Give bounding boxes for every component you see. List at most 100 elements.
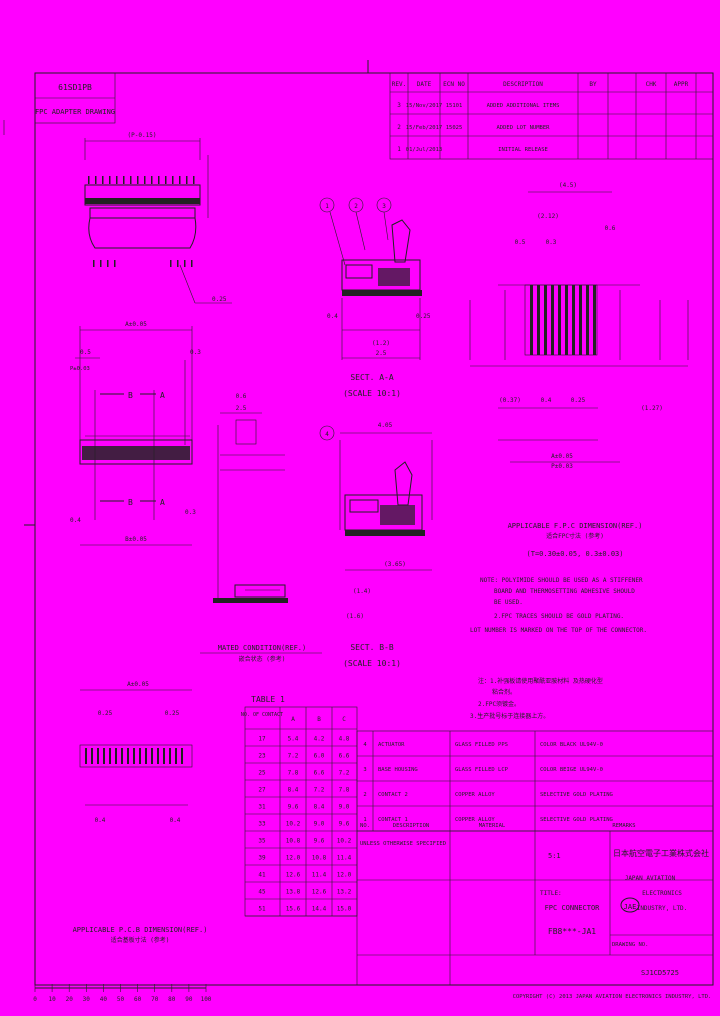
bom-cell: COPPER ALLOY: [455, 792, 495, 798]
svg-text:0.4: 0.4: [70, 517, 81, 524]
bom-cell: COPPER ALLOY: [455, 817, 495, 823]
svg-text:2.FPC TRACES SHOULD BE GOLD PL: 2.FPC TRACES SHOULD BE GOLD PLATING.: [494, 613, 624, 620]
svg-text:C: C: [342, 716, 346, 723]
svg-text:NO.: NO.: [360, 823, 370, 829]
table-1-cell: 27: [258, 787, 266, 794]
svg-text:粘合剂。: 粘合剂。: [492, 688, 516, 696]
svg-text:2: 2: [397, 124, 401, 131]
svg-text:0.4: 0.4: [170, 817, 181, 824]
svg-text:A±0.05: A±0.05: [127, 681, 149, 688]
bom-cell: CONTACT 1: [378, 817, 408, 823]
table-1-cell: 17: [258, 736, 266, 743]
svg-text:NOTE: POLYIMIDE SHOULD BE USED: NOTE: POLYIMIDE SHOULD BE USED AS A STIF…: [480, 577, 643, 584]
table-1-cell: 4.2: [314, 736, 325, 743]
sect-aa-label: SECT. A-A: [350, 373, 394, 382]
scale-tick-label: 10: [48, 996, 56, 1003]
svg-text:0.6: 0.6: [605, 225, 616, 232]
svg-text:REV.: REV.: [392, 81, 406, 88]
svg-text:JAPAN AVIATION: JAPAN AVIATION: [625, 875, 676, 882]
svg-text:4: 4: [325, 431, 329, 438]
svg-text:0.5: 0.5: [515, 239, 526, 246]
section-b-label: B: [128, 391, 133, 400]
bom-cell: 2: [363, 792, 366, 798]
table-1-cell: 12.0: [337, 872, 352, 879]
table-1-cell: 12.0: [286, 855, 301, 862]
svg-text:FPC CONNECTOR: FPC CONNECTOR: [545, 904, 601, 912]
table-1-cell: 10.2: [337, 838, 352, 845]
svg-text:0.4: 0.4: [327, 313, 338, 320]
svg-text:2: 2: [354, 203, 358, 210]
svg-text:0.25: 0.25: [212, 296, 227, 303]
svg-text:3: 3: [382, 203, 386, 210]
table-1-cell: 11.4: [337, 855, 352, 862]
notes: NOTE: POLYIMIDE SHOULD BE USED AS A STIF…: [470, 577, 647, 720]
svg-text:0.4: 0.4: [541, 397, 552, 404]
table-1-cell: 10.8: [286, 838, 301, 845]
svg-text:0.6: 0.6: [236, 393, 247, 400]
svg-text:15101: 15101: [446, 103, 463, 109]
svg-text:NO. OF CONTACT: NO. OF CONTACT: [241, 712, 283, 718]
section-b-b: 4 4.05 (3.65) (1.4) (1.6) SECT. B-B (SCA…: [319, 422, 433, 668]
table-1-cell: 9.0: [314, 821, 325, 828]
pcb-pattern-view: A±0.05 0.25 0.25 0.4 0.4 APPLICABLE P.C.…: [73, 681, 208, 944]
svg-text:ECN NO: ECN NO: [443, 81, 465, 88]
part-number: FB8***-JA1: [548, 927, 596, 936]
svg-text:3.生产批号标于连接器上方。: 3.生产批号标于连接器上方。: [470, 712, 549, 720]
table-1-cell: 7.2: [339, 770, 350, 777]
svg-text:TITLE:: TITLE:: [540, 890, 562, 897]
bom-cell: COLOR BEIGE UL94V-0: [540, 767, 603, 773]
mated-condition-view: 0.6 2.5 MATED CONDITION(REF.) 嵌合状态 (参考): [200, 393, 322, 663]
svg-text:LOT NUMBER IS MARKED ON THE TO: LOT NUMBER IS MARKED ON THE TOP OF THE C…: [470, 627, 647, 634]
svg-text:BY: BY: [589, 81, 597, 88]
drawing-number: SJ1CD5725: [641, 969, 679, 977]
scale-tick-label: 100: [201, 996, 212, 1003]
svg-text:REMARKS: REMARKS: [612, 823, 635, 829]
svg-text:DESCRIPTION: DESCRIPTION: [503, 81, 543, 88]
svg-text:15/Feb/2017: 15/Feb/2017: [406, 125, 442, 131]
table-1-cell: 14.4: [312, 906, 327, 913]
svg-text:COPYRIGHT (C) 2013 JAPAN AVIAT: COPYRIGHT (C) 2013 JAPAN AVIATION ELECTR…: [513, 994, 712, 1000]
svg-text:0.25: 0.25: [416, 313, 431, 320]
bom-cell: SELECTIVE GOLD PLATING: [540, 817, 613, 823]
svg-text:2.FPC须镀金。: 2.FPC须镀金。: [478, 700, 520, 708]
table-1-cell: 9.6: [288, 804, 299, 811]
svg-text:A±0.05: A±0.05: [125, 321, 147, 328]
table-1-cell: 9.0: [339, 804, 350, 811]
svg-text:MATERIAL: MATERIAL: [479, 823, 506, 829]
scale-tick-label: 70: [151, 996, 159, 1003]
bom-cell: CONTACT 2: [378, 792, 408, 798]
svg-text:15025: 15025: [446, 125, 463, 131]
scale-tick-label: 50: [117, 996, 125, 1003]
table-1-cell: 11.4: [312, 872, 327, 879]
drawing-id-sub: FPC ADAPTER DRAWING: [35, 108, 115, 116]
mated-label: MATED CONDITION(REF.): [218, 644, 307, 652]
svg-text:(P-0.15): (P-0.15): [128, 132, 157, 139]
svg-text:UNLESS OTHERWISE SPECIFIED: UNLESS OTHERWISE SPECIFIED: [360, 841, 446, 847]
svg-text:DESCRIPTION: DESCRIPTION: [393, 823, 429, 829]
table-1-cell: 15.0: [337, 906, 352, 913]
table-1-cell: 9.6: [314, 838, 325, 845]
table-1-cell: 51: [258, 906, 266, 913]
scale-tick-label: 80: [168, 996, 176, 1003]
svg-text:1: 1: [397, 146, 401, 153]
table-1-cell: 45: [258, 889, 266, 896]
company-logo: [620, 897, 640, 913]
svg-text:(1.27): (1.27): [641, 405, 663, 412]
svg-text:P±0.03: P±0.03: [70, 366, 90, 372]
svg-text:DATE: DATE: [417, 81, 432, 88]
svg-text:0.25: 0.25: [165, 710, 180, 717]
svg-text:P±0.03: P±0.03: [551, 463, 573, 470]
scale-tick-label: 40: [100, 996, 108, 1003]
svg-text:0.25: 0.25: [98, 710, 113, 717]
table-1-cell: 8.4: [288, 787, 299, 794]
svg-text:(3.65): (3.65): [384, 561, 406, 568]
svg-text:A: A: [160, 498, 165, 507]
svg-text:0.25: 0.25: [571, 397, 586, 404]
table-1-cell: 13.8: [286, 889, 301, 896]
table-1-title: TABLE 1: [251, 695, 285, 704]
table-1-cell: 35: [258, 838, 266, 845]
